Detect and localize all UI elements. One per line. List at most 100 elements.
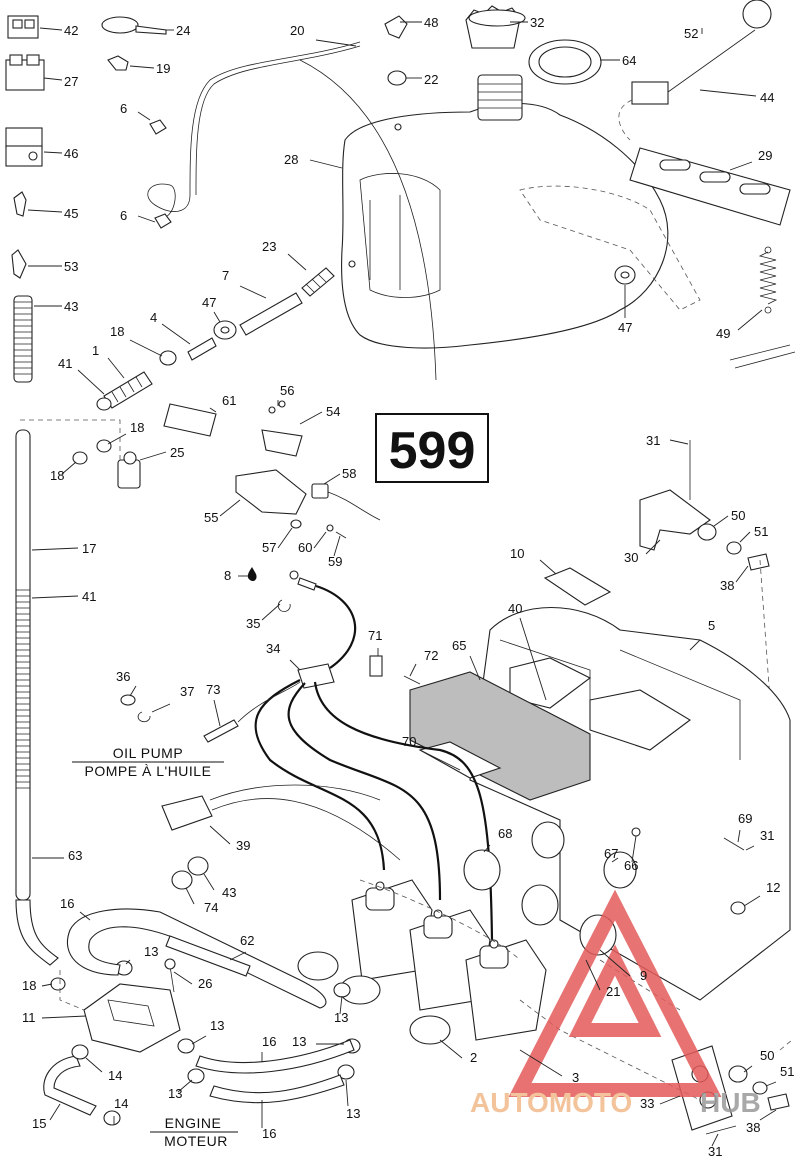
callout-leader-60 — [313, 531, 327, 549]
callout-number-3: 3 — [572, 1070, 579, 1085]
throttle-cables — [254, 584, 494, 941]
callout-leader-25 — [139, 451, 167, 461]
callout-leader-15 — [49, 1103, 61, 1121]
callout-number-31: 31 — [646, 433, 660, 448]
hose-62 — [165, 935, 251, 977]
tie-strap-24 — [101, 16, 167, 35]
callout-number-48: 48 — [424, 15, 438, 30]
callout-leader-13 — [177, 1079, 193, 1093]
callout-number-57: 57 — [262, 540, 276, 555]
mesh-40 — [509, 657, 691, 751]
callout-number-54: 54 — [326, 404, 340, 419]
callout-number-62: 62 — [240, 933, 254, 948]
watermark-text-auto: AUTOMOTO — [470, 1087, 632, 1118]
callout-leader-51 — [765, 1081, 777, 1087]
callout-leader-3 — [519, 1049, 563, 1077]
screw-69 — [723, 837, 745, 851]
callout-leader-70 — [419, 749, 461, 771]
callout-leader-47 — [213, 311, 221, 323]
callout-leader-39 — [209, 825, 231, 845]
hose-17-41-63 — [15, 429, 59, 966]
callout-leader-11 — [41, 1015, 87, 1019]
oil-drop-8 — [247, 567, 257, 582]
callout-number-31: 31 — [760, 828, 774, 843]
callout-leader-44 — [699, 89, 757, 97]
callout-number-23: 23 — [262, 239, 276, 254]
callout-number-1: 1 — [92, 343, 99, 358]
callout-number-4: 4 — [150, 310, 157, 325]
fitting-4 — [187, 337, 217, 361]
callout-number-56: 56 — [280, 383, 294, 398]
carburetors — [351, 879, 547, 1041]
callout-leader-62 — [229, 951, 247, 961]
nut-12 — [730, 901, 746, 915]
callout-number-73: 73 — [206, 682, 220, 697]
callout-number-51: 51 — [780, 1064, 794, 1079]
hose-7 — [239, 292, 303, 336]
callout-number-16: 16 — [262, 1034, 276, 1049]
callout-leader-49 — [737, 309, 763, 331]
callout-number-67: 67 — [604, 846, 618, 861]
callout-leader-18 — [129, 339, 163, 357]
callout-leader-61 — [209, 407, 217, 413]
callout-leader-50 — [743, 1065, 753, 1073]
fuel-filter-23 — [301, 267, 335, 297]
callout-leader-5 — [689, 639, 701, 651]
callout-number-43: 43 — [222, 885, 236, 900]
callout-leader-13 — [339, 995, 343, 1015]
callout-leader-31 — [669, 439, 689, 445]
fuel-tank — [341, 74, 701, 349]
callout-leader-67 — [611, 857, 619, 863]
callout-number-74: 74 — [204, 900, 218, 915]
screw-66 — [631, 827, 641, 837]
callout-leader-1 — [107, 357, 125, 379]
valve-25 — [117, 451, 141, 489]
callout-leader-69 — [737, 829, 741, 843]
vent-line-20 — [147, 41, 437, 381]
nut-43b — [187, 856, 209, 876]
clamps-13 — [115, 951, 451, 1084]
bolt-38b — [767, 1093, 790, 1111]
callout-number-20: 20 — [290, 23, 304, 38]
cable-73 — [203, 681, 301, 743]
callout-leader-31 — [745, 845, 755, 851]
callout-number-60: 60 — [298, 540, 312, 555]
watermark-triangle — [508, 889, 722, 1097]
primer-39 — [161, 784, 401, 861]
callout-leader-58 — [323, 473, 341, 485]
callout-number-12: 12 — [766, 880, 780, 895]
callout-leader-20 — [315, 39, 357, 47]
callout-number-25: 25 — [170, 445, 184, 460]
washer-60 — [326, 524, 334, 532]
callout-leader-37 — [151, 703, 171, 713]
callout-leader-16 — [79, 911, 91, 921]
callout-number-31: 31 — [708, 1144, 722, 1159]
bracket-54 — [261, 400, 303, 457]
callout-number-33: 33 — [640, 1096, 654, 1111]
clip-37 — [137, 711, 151, 723]
connector-42 — [7, 15, 39, 39]
callout-leader-31 — [711, 1133, 719, 1147]
callout-leader-14 — [85, 1057, 103, 1073]
callout-number-30: 30 — [624, 550, 638, 565]
callout-number-49: 49 — [716, 326, 730, 341]
hose-16a — [66, 908, 327, 1009]
fuel-sender — [618, 0, 772, 141]
callout-number-18: 18 — [110, 324, 124, 339]
callout-leader-26 — [173, 971, 193, 985]
callout-leader-40 — [519, 617, 547, 701]
callout-number-6: 6 — [120, 101, 127, 116]
callout-number-13: 13 — [210, 1018, 224, 1033]
oil-pump-label-fr: POMPE À L'HUILE — [85, 763, 212, 779]
callout-leader-36 — [129, 685, 137, 697]
callout-leader-13 — [125, 959, 131, 965]
callout-leader-6 — [137, 215, 156, 223]
callout-number-8: 8 — [224, 568, 231, 583]
callout-leader-72 — [409, 663, 417, 677]
bracket-30 — [639, 489, 711, 551]
grommet-47a — [213, 320, 237, 340]
sleeve-43 — [13, 295, 33, 383]
washer-74 — [171, 870, 193, 890]
callout-leader-2 — [439, 1039, 463, 1059]
